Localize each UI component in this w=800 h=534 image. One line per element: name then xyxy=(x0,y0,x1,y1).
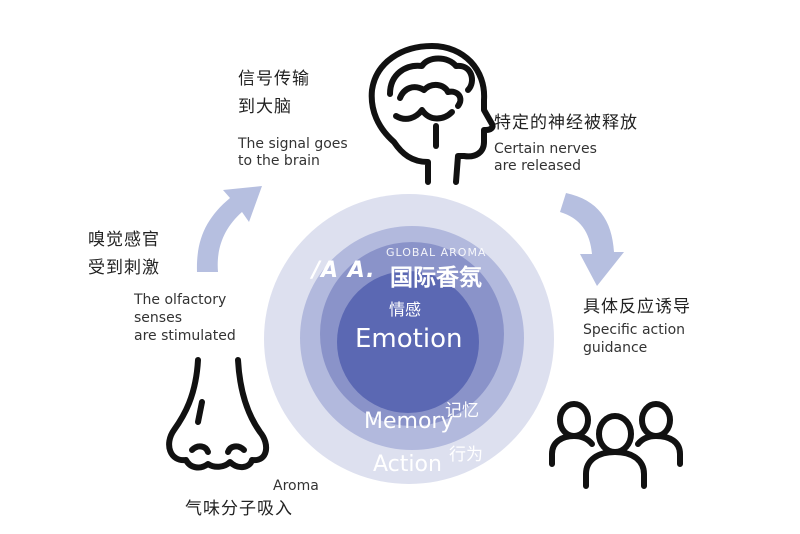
nose-icon xyxy=(166,357,270,471)
olfactory-cn-line2: 受到刺激 xyxy=(88,258,160,278)
emotion-core xyxy=(337,271,479,413)
signal-en-line2: to the brain xyxy=(238,153,320,169)
brand-cn-text: 国际香氛 xyxy=(390,265,482,291)
brain-head-icon xyxy=(368,43,496,185)
olfactory-en-line1: The olfactory xyxy=(134,292,227,308)
signal-cn-line1: 信号传输 xyxy=(238,69,310,89)
memory-en-label: Memory xyxy=(364,409,454,434)
olfactory-en-line3: are stimulated xyxy=(134,328,236,344)
signal-cn-line2: 到大脑 xyxy=(238,97,292,117)
action-step-en-line2: guidance xyxy=(583,340,648,356)
group-people-icon xyxy=(549,401,683,489)
signal-en-line1: The signal goes xyxy=(238,136,348,152)
olfactory-cn-line1: 嗅觉感官 xyxy=(88,230,160,250)
aroma-en: Aroma xyxy=(273,478,319,494)
olfactory-en-line2: senses xyxy=(134,310,182,326)
action-en-label: Action xyxy=(373,452,442,477)
emotion-cn-label: 情感 xyxy=(389,300,422,319)
aroma-cn: 气味分子吸入 xyxy=(185,499,293,519)
memory-cn-label: 记忆 xyxy=(445,401,479,421)
action-step-cn: 具体反应诱导 xyxy=(583,297,691,317)
brand-top-text: GLOBAL AROMA xyxy=(386,246,487,259)
action-step-en-line1: Specific action xyxy=(583,322,686,338)
nerves-cn: 特定的神经被释放 xyxy=(494,113,638,133)
brand-logo-text: /A A. xyxy=(312,258,376,283)
nerves-en-line1: Certain nerves xyxy=(494,141,597,157)
nerves-en-line2: are released xyxy=(494,158,582,174)
emotion-en-label: Emotion xyxy=(355,324,463,354)
action-cn-label: 行为 xyxy=(449,445,483,465)
